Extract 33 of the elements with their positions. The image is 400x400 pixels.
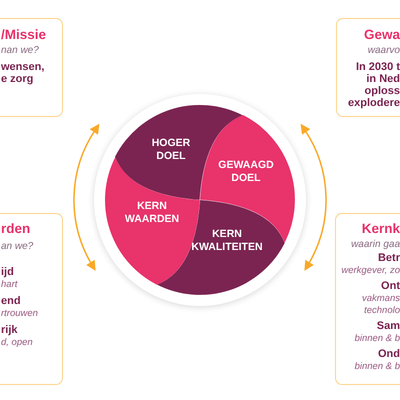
card-text: In 2030 t in Ned oploss explodere bbox=[348, 61, 400, 109]
item-description: hart bbox=[1, 279, 18, 291]
item-description: vakmans technolo bbox=[360, 293, 400, 317]
item-description: binnen & b bbox=[354, 361, 400, 373]
info-card bbox=[336, 18, 400, 117]
item-description: binnen & b bbox=[354, 333, 400, 345]
item-title: Ond bbox=[378, 348, 400, 361]
item-description: rtrouwen bbox=[1, 308, 38, 320]
item-title: ijd bbox=[1, 266, 14, 279]
card-heading: Gewa bbox=[364, 26, 400, 43]
card-heading: rden bbox=[1, 220, 30, 237]
card-text: wensen, e zorg bbox=[1, 61, 46, 85]
item-title: Sam bbox=[376, 320, 400, 333]
item-description: d, open bbox=[1, 337, 33, 349]
item-title: Betr bbox=[378, 252, 400, 265]
item-title: Ont bbox=[381, 280, 400, 293]
info-card bbox=[335, 213, 400, 385]
card-heading: Kernk bbox=[362, 220, 400, 237]
info-card bbox=[0, 213, 63, 385]
item-description: werkgever, zo bbox=[341, 265, 400, 277]
item-title: rijk bbox=[1, 324, 18, 337]
card-heading: /Missie bbox=[1, 26, 46, 43]
card-subtitle: waarin gaa bbox=[351, 238, 400, 251]
segment-label: HOGER DOEL bbox=[152, 136, 190, 163]
segment-label: KERN WAARDEN bbox=[124, 200, 180, 226]
pinwheel-segment bbox=[200, 115, 295, 244]
card-subtitle: waarvo bbox=[368, 44, 400, 57]
item-title: end bbox=[1, 295, 21, 308]
card-subtitle: nan we? bbox=[1, 44, 39, 57]
info-card bbox=[0, 18, 63, 117]
segment-label: KERN KWALITEITEN bbox=[191, 228, 263, 254]
segment-label: GEWAAGD DOEL bbox=[218, 158, 274, 185]
card-subtitle: an we? bbox=[1, 240, 34, 253]
